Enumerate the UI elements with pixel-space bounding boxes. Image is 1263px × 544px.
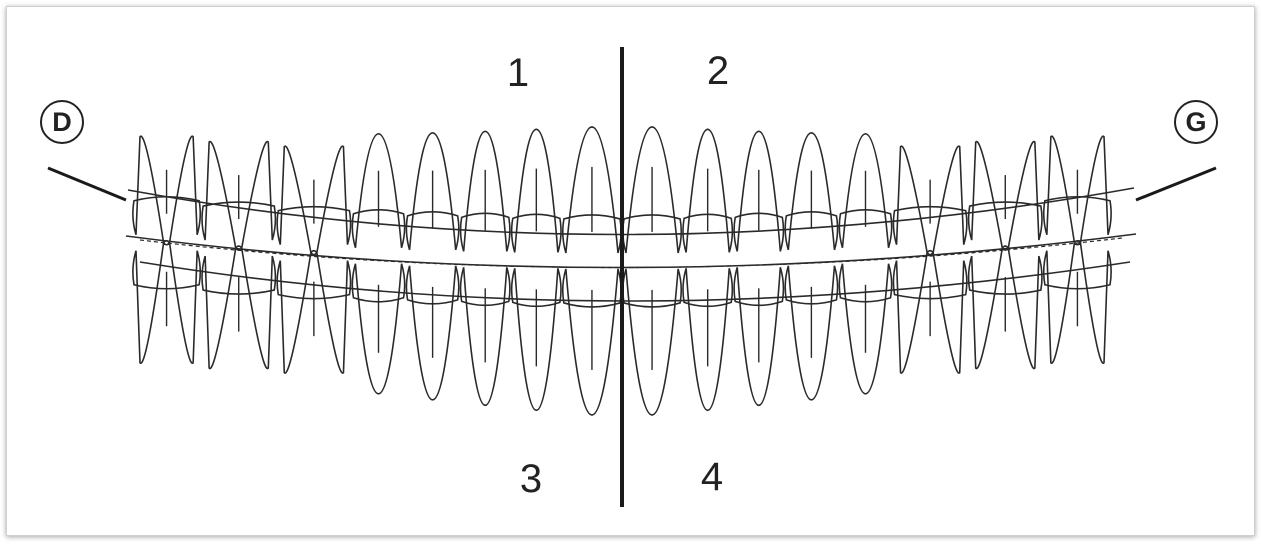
quadrant-1-label: 1 [507,51,529,95]
side-label-left: G [1175,101,1217,143]
left-side-indicator-line [1136,168,1216,200]
side-label-left-text: G [1185,107,1206,137]
quadrant-2-label: 2 [707,49,729,93]
quadrant-3-label: 3 [520,457,542,501]
upper-crown-line [126,234,1136,268]
side-label-right: D [41,101,83,143]
right-side-indicator-line [48,168,126,200]
quadrant-4-label: 4 [701,455,723,499]
side-label-right-text: D [52,107,72,137]
